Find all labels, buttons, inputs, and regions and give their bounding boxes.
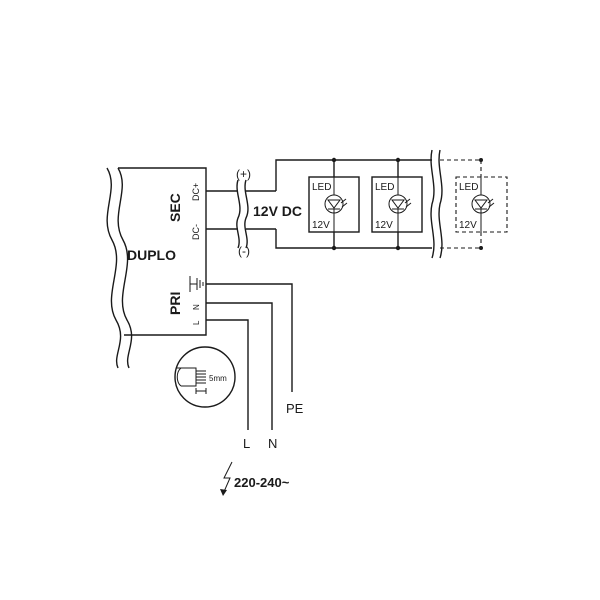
led-module: LED 12V <box>371 157 423 251</box>
led-diode-icon <box>471 177 495 232</box>
dc-plus-polarity: (+) <box>236 167 251 181</box>
led-voltage-label: 12V <box>312 220 330 231</box>
led-diode-icon <box>324 177 348 232</box>
dc-output-wires <box>206 179 276 249</box>
mains-wires <box>206 283 293 430</box>
dc-minus-terminal-label: DC- <box>191 224 201 240</box>
l-terminal-label: L <box>192 320 201 325</box>
led-module: LED 12V <box>308 157 360 251</box>
strip-length-label: 5mm <box>209 374 227 383</box>
led-label: LED <box>375 182 394 193</box>
led-bus <box>275 149 481 259</box>
n-wire-label: N <box>268 436 277 451</box>
n-terminal-label: N <box>192 304 201 310</box>
mains-voltage-label: 220-240~ <box>234 475 290 490</box>
primary-label: PRI <box>167 292 183 315</box>
ground-symbol-icon <box>189 276 204 292</box>
led-voltage-label: 12V <box>375 220 393 231</box>
secondary-label: SEC <box>167 193 183 222</box>
dc-minus-polarity: (-) <box>238 244 250 258</box>
pe-wire-label: PE <box>286 401 304 416</box>
led-module-optional: LED 12V <box>455 158 508 250</box>
output-voltage-label: 12V DC <box>253 203 302 219</box>
lightning-bolt-icon <box>220 461 233 496</box>
led-label: LED <box>459 182 478 193</box>
led-diode-icon <box>388 177 412 232</box>
led-voltage-label: 12V <box>459 220 477 231</box>
l-wire-label: L <box>243 436 250 451</box>
dc-plus-terminal-label: DC+ <box>191 183 201 201</box>
led-label: LED <box>312 182 331 193</box>
wire-strip-icon <box>174 346 236 408</box>
device-name: DUPLO <box>127 247 176 263</box>
power-supply-body <box>106 167 207 369</box>
